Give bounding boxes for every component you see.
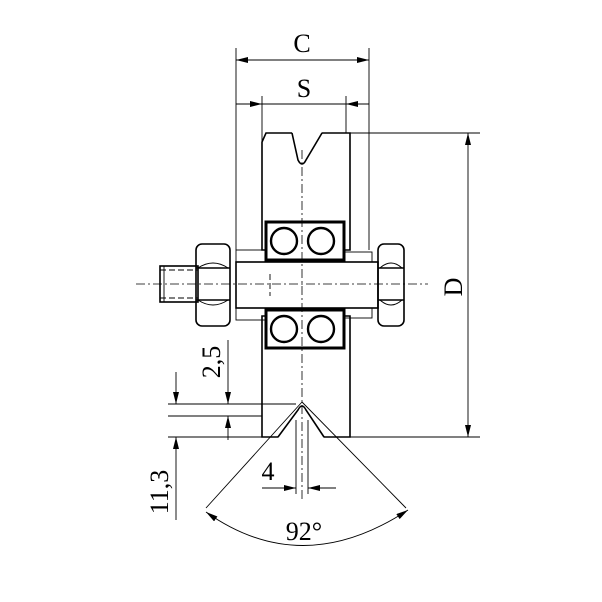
dimension-c: C: [235, 29, 370, 250]
bearing-lower: [264, 308, 346, 350]
axle-bolt: [159, 261, 379, 309]
nut-left: [195, 243, 231, 327]
bolt-head-right: [377, 243, 405, 327]
dimension-edge-height-label: 11,3: [145, 470, 174, 515]
bearing-upper: [264, 220, 346, 262]
dimension-groove-width: 4: [262, 420, 336, 494]
dimension-d-label: D: [439, 278, 468, 297]
dimension-c-label: C: [293, 29, 310, 58]
dimension-groove-depth-label: 2,5: [197, 346, 226, 379]
dimension-groove-width-label: 4: [262, 457, 275, 486]
dimension-groove-depth: 2,5: [168, 340, 296, 440]
dimension-edge-height: 11,3: [145, 372, 262, 520]
dimension-d: D: [350, 132, 480, 438]
dimension-s: S: [236, 74, 369, 142]
wheel-section: [261, 132, 351, 438]
center-lines: [136, 150, 428, 500]
dimension-angle: 92°: [205, 401, 409, 546]
dimension-angle-label: 92°: [286, 517, 322, 546]
dimension-s-label: S: [297, 74, 311, 103]
